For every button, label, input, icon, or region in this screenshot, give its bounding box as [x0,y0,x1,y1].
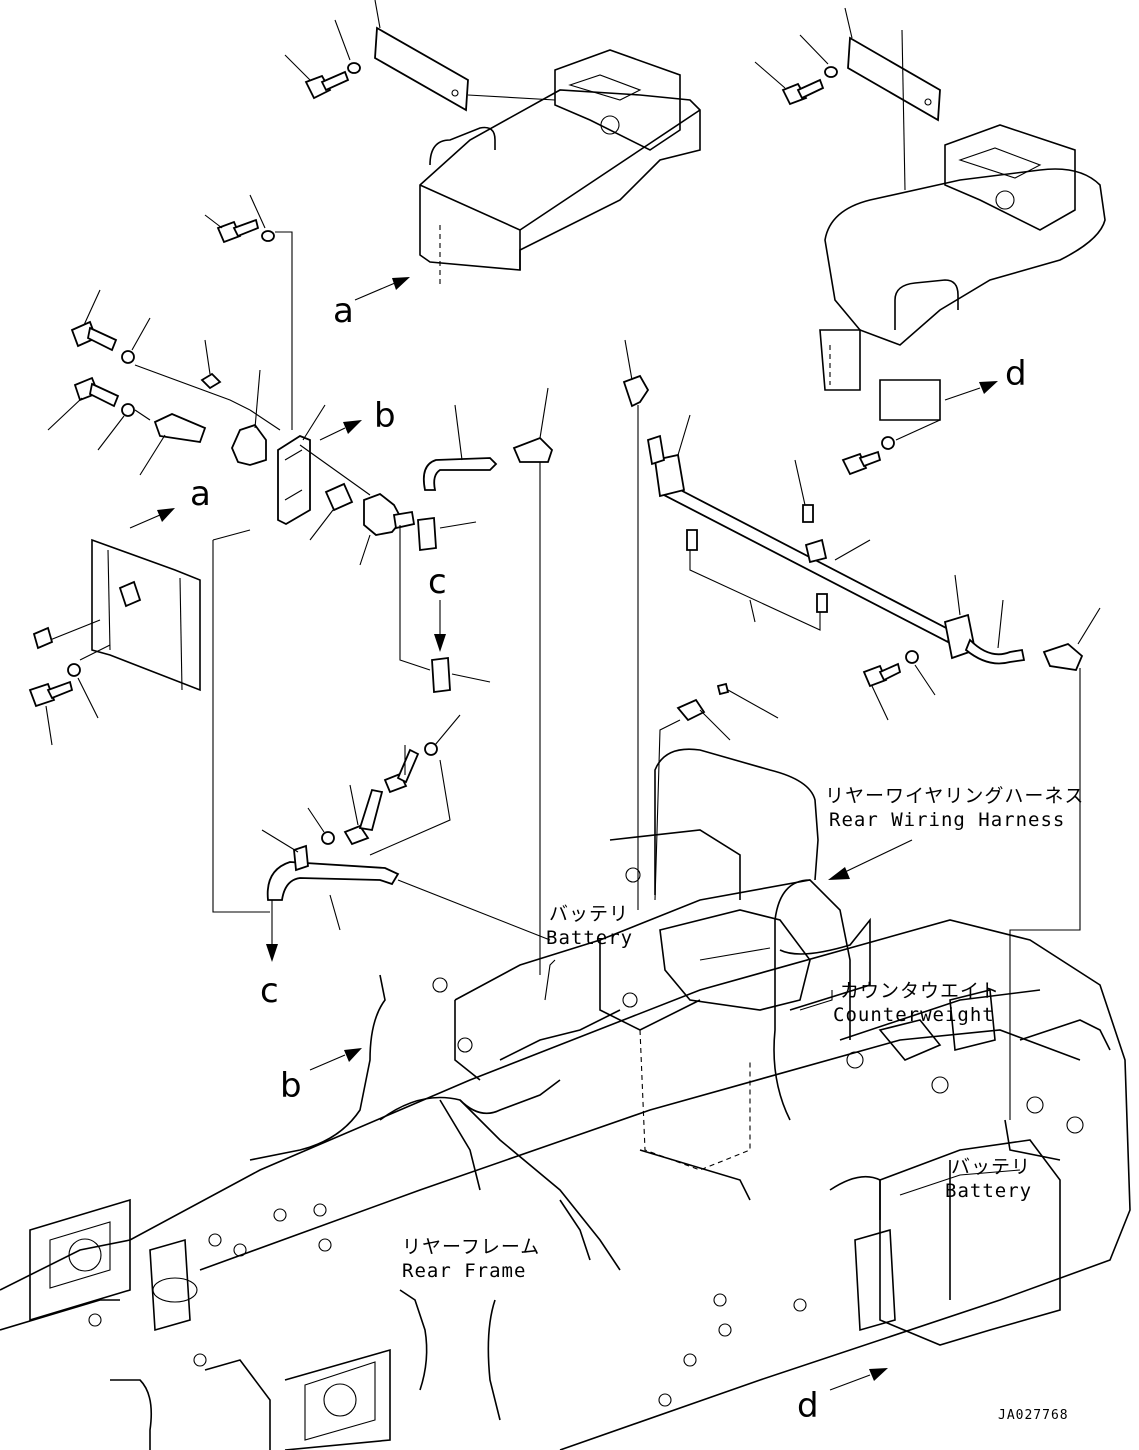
battery-label-jp-2: バッテリ [951,1156,1031,1178]
battery-label-jp-1: バッテリ [549,903,629,925]
ref-label-a-top: a [333,291,354,331]
ref-arrow-d-bottom: d [797,1368,888,1426]
battery-cover-left [419,49,701,285]
callout-counterweight: カウンタウエイト Counterweight [799,980,1000,1026]
battery-label-en-1: Battery [546,927,633,949]
rear-wiring-harness [249,748,1061,1421]
battery-bar [646,414,1026,665]
ref-arrow-a-mid: a [129,474,211,529]
counterweight-label-jp: カウンタウエイト [840,980,1000,1002]
bolt-group-left [47,194,293,476]
battery-relay [249,409,416,566]
rear-frame-label-jp: リヤーフレーム [402,1236,540,1258]
leader-line-left [212,540,270,913]
mounting-panel-left [28,538,201,746]
bolt-top-left [284,19,361,100]
ref-arrow-c-top: c [428,562,447,652]
plate-left [374,0,556,112]
callout-battery-left: バッテリ Battery [546,903,633,949]
counterweight-label-en: Counterweight [833,1004,995,1026]
rear-frame-label-en: Rear Frame [402,1260,526,1282]
bolt-right [841,419,941,721]
relay-bracket [277,404,354,541]
callout-rear-wiring-harness: リヤーワイヤリングハーネス Rear Wiring Harness [825,785,1084,880]
rear-harness-label-jp: リヤーワイヤリングハーネス [825,785,1084,807]
ref-arrow-b-bottom: b [280,1048,362,1106]
ref-arrow-d-top: d [944,354,1027,401]
ref-label-d-top: d [1005,354,1027,394]
drawing-code: JA027768 [998,1408,1069,1423]
callout-battery-right: バッテリ Battery [945,1156,1032,1202]
rear-harness-label-en: Rear Wiring Harness [829,809,1065,831]
connector-top-right [622,339,650,910]
cable-short [422,404,498,491]
leader-line-left-2 [212,529,251,541]
callout-rear-frame: リヤーフレーム Rear Frame [402,1236,540,1282]
ref-arrow-b-top: b [319,396,396,441]
connector-mid [512,387,554,975]
ref-label-d-bottom: d [797,1386,819,1426]
ref-label-b-top: b [374,396,396,436]
battery-label-en-2: Battery [945,1180,1032,1202]
ref-label-a-mid: a [190,474,211,514]
terminal-caps [399,516,491,694]
ref-arrow-a-top: a [333,277,410,331]
plate-right [844,7,941,191]
ref-label-c-top: c [428,562,447,602]
battery-cover-right [819,124,1106,421]
cable-lower-left [261,714,551,941]
bolt-top-right [754,34,838,106]
small-connector [654,682,779,901]
ref-label-b-bottom: b [280,1066,302,1106]
ref-arrow-c-bottom: c [260,900,279,1011]
connector-right [1009,607,1101,1120]
rear-frame [0,829,1131,1450]
ref-label-c-bottom: c [260,971,279,1011]
